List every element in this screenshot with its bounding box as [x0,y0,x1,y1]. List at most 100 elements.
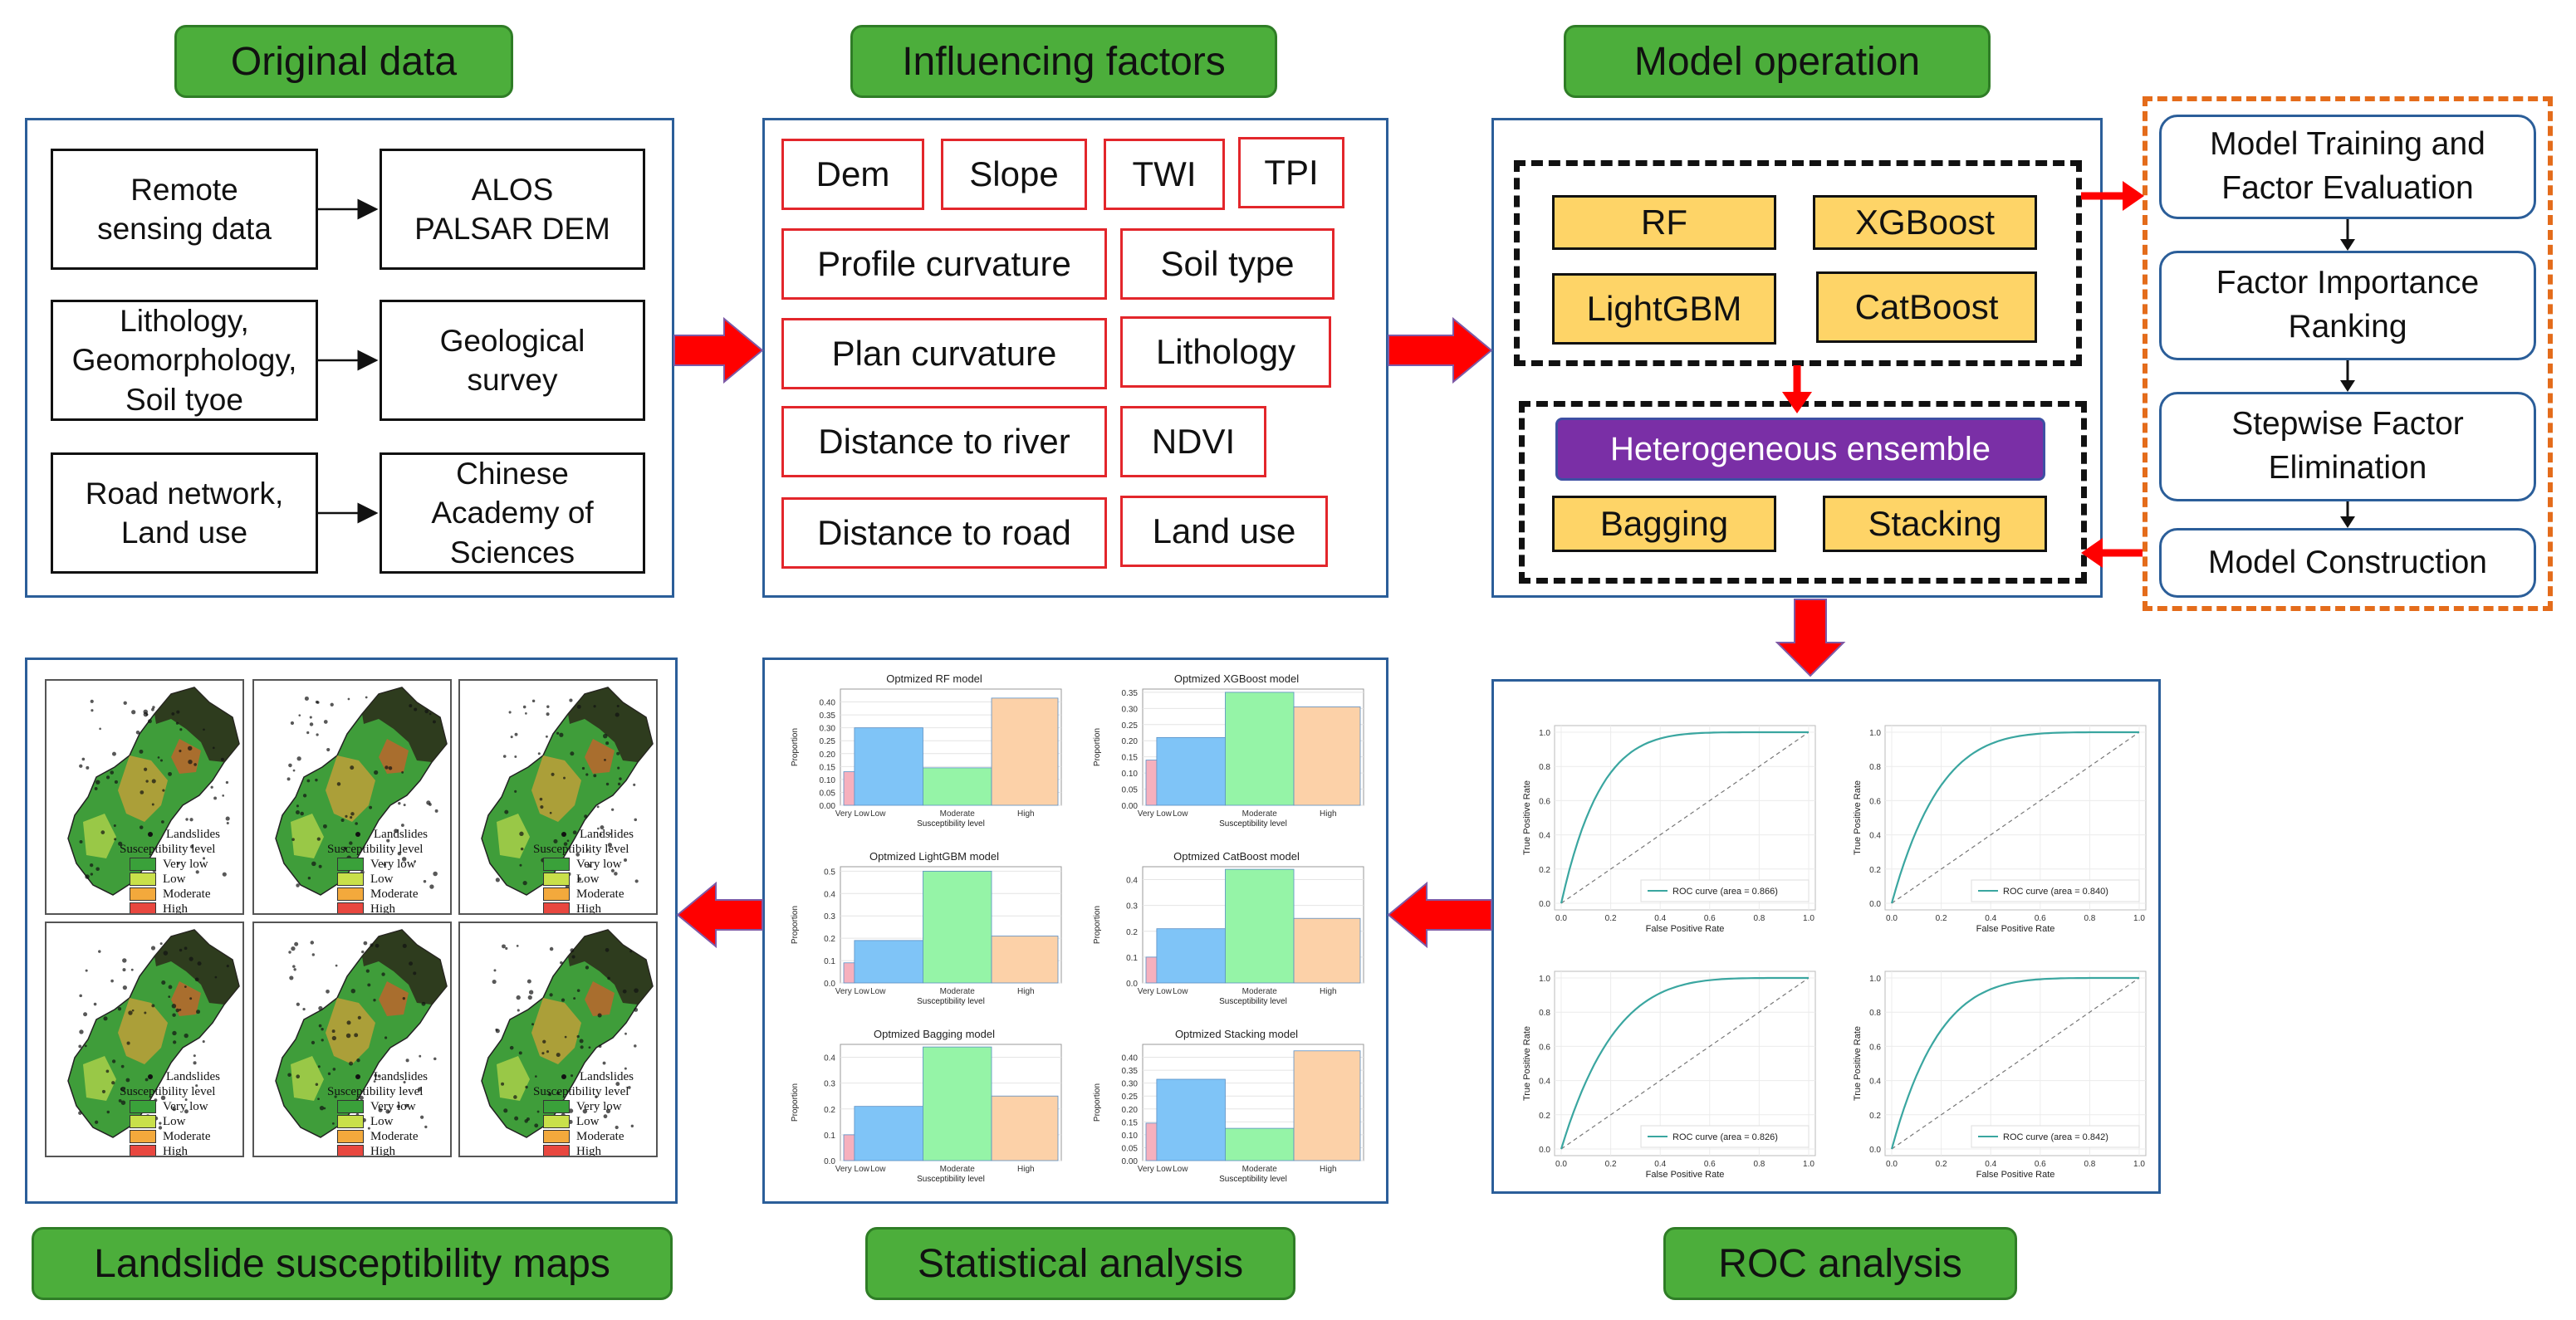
x-axis-label: False Positive Rate [1646,1170,1725,1180]
y-tick-label: 0.6 [1539,1043,1550,1052]
legend-item: High [543,1144,634,1157]
x-tick-label: 1.0 [1803,914,1814,923]
legend-swatch [543,1115,570,1128]
legend-box [1640,1125,1810,1148]
x-tick-label: 0.8 [1753,1160,1765,1169]
x-tick-label: Very Low [1138,1165,1173,1174]
legend-swatch [543,1130,570,1143]
x-tick-label: 0.4 [1985,1160,1996,1169]
x-axis-label: Susceptibility level [1219,819,1287,829]
y-tick-label: 0.15 [1122,1118,1139,1127]
legend-swatch [130,1145,156,1156]
x-tick-label: Very Low [1138,809,1173,819]
bar-high [1293,706,1361,806]
factor-profile-curvature: Profile curvature [781,228,1107,300]
header-roc-analysis: ROC analysis [1663,1227,2017,1300]
x-tick-label: 0.6 [2035,1160,2046,1169]
influencing-factors-panel: Dem Slope TWI TPI Profile curvature Soil… [762,118,1388,598]
x-tick-label: 1.0 [1803,1160,1814,1169]
bar-chart-1: Optmized RF modelProportion0.000.050.100… [791,672,1062,829]
source-box-geology: Lithology, Geomorphology, Soil tyoe [51,300,318,421]
header-landslide-maps: Landslide susceptibility maps [32,1227,673,1300]
y-tick-label: 0.1 [1126,954,1138,963]
legend-item: Very low [130,857,220,872]
chart-title: Optmized Stacking model [1175,1028,1298,1040]
landslide-dot-icon [561,832,566,837]
x-tick-label: 0.0 [1555,1160,1567,1169]
y-tick-label: 1.0 [1869,975,1881,984]
legend-landslides-label: Landslides [374,828,428,841]
y-tick-label: 0.00 [1122,1157,1139,1166]
y-tick-label: 0.20 [1122,1106,1139,1115]
x-tick-label: 0.2 [1605,1160,1617,1169]
legend-item: High [543,902,634,913]
y-tick-label: 0.4 [824,1054,835,1063]
legend-item: Moderate [543,1129,634,1144]
flow-arrows [673,181,2355,949]
y-tick-label: 0.8 [1869,763,1881,772]
y-tick-label: 0.4 [1539,1078,1550,1087]
x-axis-label: Susceptibility level [917,997,985,1006]
step-factor-elimination: Stepwise Factor Elimination [2159,392,2536,501]
y-tick-label: 0.0 [1869,900,1881,909]
legend-swatch [543,902,570,913]
y-tick-label: 0.8 [1539,763,1550,772]
y-tick-label: 0.6 [1539,797,1550,806]
y-tick-label: 0.10 [1122,1132,1139,1141]
x-tick-label: 0.2 [1605,914,1617,923]
x-axis-label: Susceptibility level [917,1175,985,1184]
arrow-roc-to-statistics [1387,881,1492,949]
x-tick-label: High [1017,809,1035,819]
source-box-road-network: Road network, Land use [51,452,318,574]
y-axis-label: Proportion [1093,906,1102,944]
step-factor-ranking: Factor Importance Ranking [2159,251,2536,360]
bar-high [1293,1050,1361,1161]
diagonal-line [1891,977,2140,1150]
y-tick-label: 0.4 [1126,877,1138,886]
bar-chart-4: Optmized CatBoost modelProportion0.00.10… [1093,850,1364,1006]
x-tick-label: Moderate [1242,1165,1278,1174]
x-tick-label: 0.4 [1985,914,1996,923]
x-tick-label: Low [1173,809,1188,819]
bar-moderate [1225,1127,1295,1161]
y-tick-label: 0.35 [820,711,836,721]
x-tick-label: Very Low [835,809,870,819]
bar-chart-2: Optmized XGBoost modelProportion0.000.05… [1093,672,1364,829]
legend-item: High [130,902,220,913]
y-tick-label: 0.6 [1869,797,1881,806]
legend-label: ROC curve (area = 0.826) [1672,1132,1778,1142]
bar-moderate [1225,868,1295,984]
y-tick-label: 1.0 [1869,729,1881,738]
y-tick-label: 0.2 [824,935,835,944]
legend-swatch [543,873,570,886]
y-tick-label: 0.05 [1122,1144,1139,1153]
chart-title: Optmized Bagging model [874,1028,995,1040]
bar-chart-6: Optmized Stacking modelProportion0.000.0… [1093,1028,1364,1184]
legend-level-label: High [576,1145,601,1157]
bar-high [991,936,1059,984]
y-tick-label: 0.2 [824,1106,835,1115]
x-tick-label: Moderate [940,809,976,819]
x-axis-label: False Positive Rate [1976,1170,2055,1180]
y-tick-label: 0.0 [1126,980,1138,989]
legend-landslides-label: Landslides [374,1070,428,1083]
y-tick-label: 0.0 [824,980,835,989]
y-tick-label: 0.30 [1122,705,1139,714]
factor-distance-to-river: Distance to river [781,406,1107,477]
map-shape [481,929,654,1138]
legend-swatch [543,858,570,871]
legend-item: Very low [337,1099,428,1114]
legend-item: Very low [543,1099,634,1114]
legend-level-label: Very low [163,1100,208,1113]
legend-level-label: Very low [370,858,416,871]
factor-distance-to-road: Distance to road [781,497,1107,569]
x-tick-label: Moderate [1242,809,1278,819]
y-tick-label: 0.8 [1539,1009,1550,1018]
legend-item: Low [543,1114,634,1129]
x-axis-label: False Positive Rate [1646,924,1725,934]
y-tick-label: 0.3 [824,912,835,922]
